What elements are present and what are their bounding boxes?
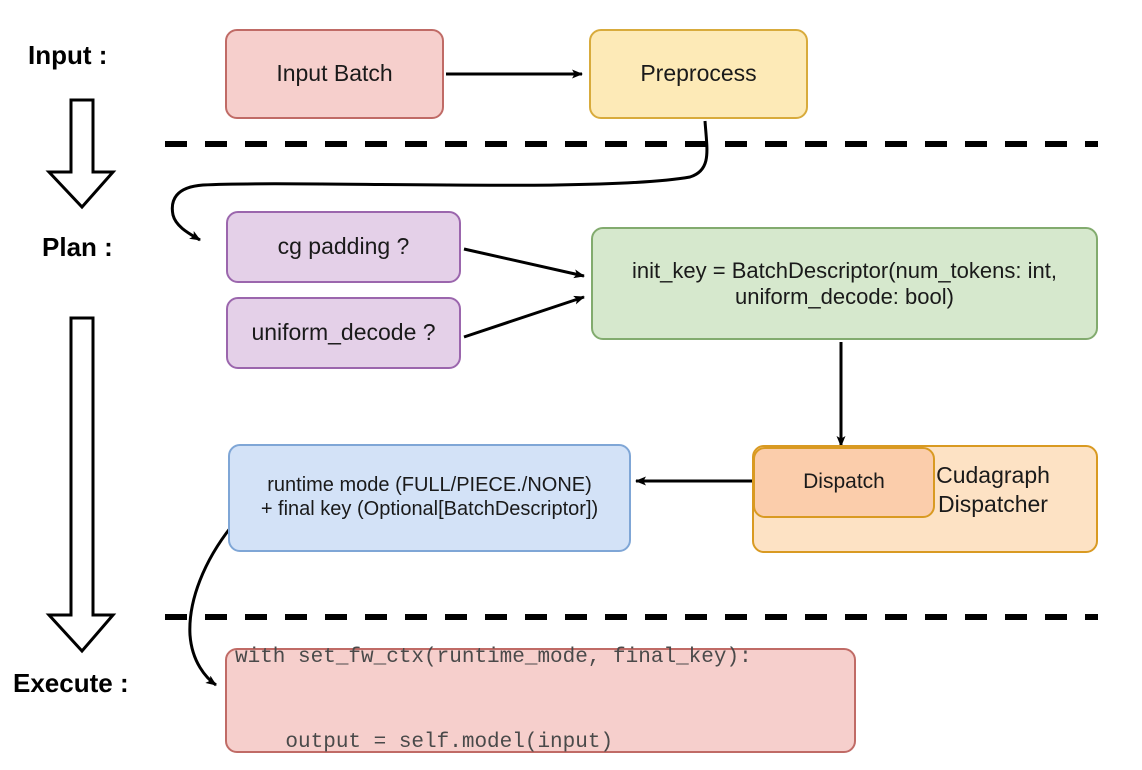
node-init-key-text: init_key = BatchDescriptor(num_tokens: i… bbox=[632, 258, 1057, 310]
node-execute-code: with set_fw_ctx(runtime_mode, final_key)… bbox=[225, 646, 856, 754]
node-cg-padding: cg padding ? bbox=[226, 211, 461, 283]
stage-label-execute: Execute : bbox=[13, 668, 129, 698]
node-uniform-decode-label: uniform_decode ? bbox=[251, 319, 436, 346]
edge-cg-padding-to-init-key bbox=[463, 247, 585, 279]
node-runtime-mode-line2: + final key (Optional[BatchDescriptor]) bbox=[260, 498, 599, 520]
node-dispatch: Dispatch bbox=[753, 447, 935, 518]
node-preprocess-label: Preprocess bbox=[640, 60, 757, 87]
node-cudagraph-dispatcher-text: Cudagraph Dispatcher bbox=[910, 447, 1096, 519]
node-cg-padding-label: cg padding ? bbox=[277, 233, 410, 260]
node-input-batch-label: Input Batch bbox=[276, 60, 393, 87]
plan-to-execute-block-arrow bbox=[45, 316, 117, 654]
node-execute-code-line2: output = self.model(input) bbox=[235, 730, 614, 754]
node-init-key: init_key = BatchDescriptor(num_tokens: i… bbox=[591, 227, 1098, 340]
node-input-batch: Input Batch bbox=[225, 29, 444, 119]
node-init-key-line2: uniform_decode: bool) bbox=[735, 283, 954, 309]
node-preprocess: Preprocess bbox=[589, 29, 808, 119]
node-runtime-mode: runtime mode (FULL/PIECE./NONE) + final … bbox=[228, 444, 631, 552]
node-cudagraph-dispatcher-line1: Cudagraph bbox=[936, 462, 1050, 488]
stage-label-plan: Plan : bbox=[42, 232, 113, 262]
node-execute-code-line1: with set_fw_ctx(runtime_mode, final_key)… bbox=[235, 645, 752, 669]
node-init-key-line1: init_key = BatchDescriptor(num_tokens: i… bbox=[632, 257, 1057, 283]
stage-label-input: Input : bbox=[28, 40, 108, 70]
node-cudagraph-dispatcher-line2: Dispatcher bbox=[938, 490, 1048, 517]
edge-uniform-decode-to-init-key bbox=[463, 295, 585, 339]
input-to-plan-block-arrow bbox=[45, 98, 117, 210]
node-execute-code-text: with set_fw_ctx(runtime_mode, final_key)… bbox=[235, 587, 752, 770]
node-uniform-decode: uniform_decode ? bbox=[226, 297, 461, 369]
node-dispatch-label: Dispatch bbox=[803, 470, 885, 494]
node-runtime-mode-line1: runtime mode (FULL/PIECE./NONE) bbox=[267, 474, 592, 497]
node-runtime-mode-text: runtime mode (FULL/PIECE./NONE) + final … bbox=[261, 474, 598, 521]
